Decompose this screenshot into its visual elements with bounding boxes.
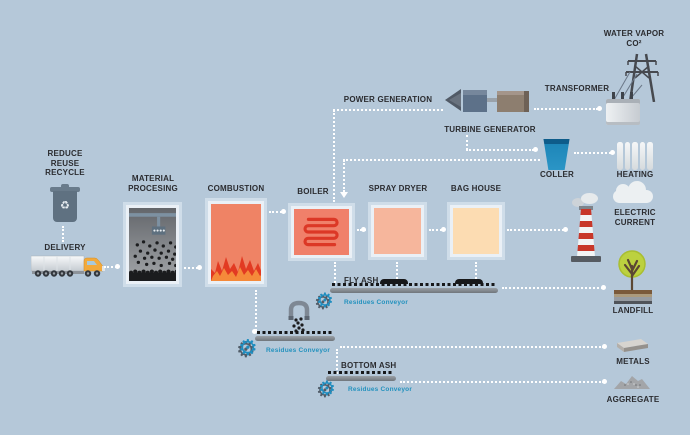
bag-house-box (447, 202, 505, 260)
metal-ingot-icon (617, 339, 648, 352)
cooler-label: COLLER (539, 170, 575, 179)
ash-on-belt (328, 371, 394, 374)
flow-dot (602, 379, 607, 384)
flow-dot (115, 264, 120, 269)
flow-dot (533, 147, 538, 152)
bottom-ash-conveyor-label: Residues Conveyor (348, 386, 413, 393)
flow-line (104, 266, 117, 268)
cloud-icon (613, 181, 653, 203)
flow-line (507, 229, 564, 231)
ash-on-belt (332, 283, 496, 286)
flow-line (534, 108, 598, 110)
combustion-box (205, 198, 267, 287)
turbine-generator-icon (445, 89, 529, 112)
landfill-label: LANDFILL (612, 306, 654, 315)
gear-icon: ⚙ (238, 336, 258, 361)
flow-line (62, 226, 64, 242)
ash-on-belt (257, 331, 333, 334)
flow-line (502, 287, 603, 289)
electric-current-label: ELECTRIC CURRENT (614, 208, 656, 227)
flow-dot (361, 227, 366, 232)
flow-line (336, 349, 338, 374)
flow-line (255, 290, 257, 331)
flow-line (396, 262, 398, 283)
flow-line (333, 109, 443, 111)
material-processing-label: MATERIAL PROCESING (128, 174, 178, 193)
gear-icon: ⚙ (318, 376, 336, 400)
material-processing-box (123, 202, 182, 287)
flow-line (466, 135, 468, 150)
residues-conveyor-label: Residues Conveyor (266, 347, 331, 354)
residues-conveyor-belt (255, 336, 335, 341)
trash-bin-icon: ♻ (53, 191, 77, 222)
bottom-ash-conveyor-belt (326, 376, 396, 381)
flow-line (269, 211, 282, 213)
transformer-icon (606, 99, 640, 125)
flow-dot (252, 329, 257, 334)
gear-icon: ⚙ (316, 288, 334, 312)
flow-dot (197, 265, 202, 270)
flow-line (466, 149, 534, 151)
flow-line (343, 159, 540, 161)
fly-ash-conveyor-label: Residues Conveyor (344, 299, 409, 306)
fly-ash-label: FLY ASH (344, 276, 379, 285)
aggregate-label: AGGREGATE (606, 395, 660, 404)
boiler-box (288, 203, 355, 261)
delivery-label: DELIVERY (44, 243, 86, 252)
boiler-coil-icon (303, 217, 339, 247)
flow-line (574, 152, 611, 154)
boiler-label: BOILER (297, 187, 329, 196)
flow-dot (441, 227, 446, 232)
cooler-icon (543, 139, 570, 170)
ash-pile (455, 279, 483, 284)
trash-bin-icon (61, 184, 69, 188)
flow-dot (281, 209, 286, 214)
aggregate-pile-icon (614, 376, 650, 389)
flow-line (343, 160, 345, 192)
flow-dot (601, 285, 606, 290)
spray-dryer-label: SPRAY DRYER (368, 184, 428, 193)
flow-line (184, 267, 198, 269)
power-generation-label: POWER GENERATION (343, 95, 433, 104)
flow-dot (610, 150, 615, 155)
flow-line (400, 381, 604, 383)
delivery-truck-icon (31, 255, 105, 277)
recycle-label: REDUCE REUSE RECYCLE (45, 149, 85, 178)
flow-dot (597, 106, 602, 111)
ash-pile (380, 279, 408, 284)
waste-bunker-icon (129, 208, 176, 281)
bag-house-label: BAG HOUSE (450, 184, 502, 193)
recycle-icon: ♻ (60, 199, 70, 212)
fly-ash-conveyor-belt (330, 288, 498, 293)
bottom-ash-label: BOTTOM ASH (341, 361, 397, 370)
flames-icon (211, 256, 261, 281)
heating-radiator-icon (617, 142, 653, 170)
flow-line (340, 346, 604, 348)
turbine-generator-label: TURBINE GENERATOR (444, 125, 536, 134)
flow-line (334, 262, 336, 283)
landfill-ground-icon (614, 290, 652, 304)
smokestack-icon (577, 209, 595, 257)
metals-label: METALS (616, 357, 650, 366)
spray-dryer-box (368, 202, 427, 260)
combustion-label: COMBUSTION (207, 184, 265, 193)
water-vapor-label: WATER VAPOR CO² (603, 29, 665, 48)
heating-label: HEATING (616, 170, 654, 179)
transformer-icon (612, 92, 615, 100)
smoke-icon (572, 198, 584, 207)
flow-dot (563, 227, 568, 232)
grabber-claw-icon (288, 300, 310, 333)
flow-line (333, 110, 335, 202)
flow-dot (602, 344, 607, 349)
smokestack-icon (579, 206, 593, 210)
flow-line (429, 229, 442, 231)
landfill-tree-icon (618, 250, 646, 292)
flow-arrow (340, 192, 348, 198)
transformer-label: TRANSFORMER (544, 84, 610, 93)
flow-line (475, 262, 477, 283)
